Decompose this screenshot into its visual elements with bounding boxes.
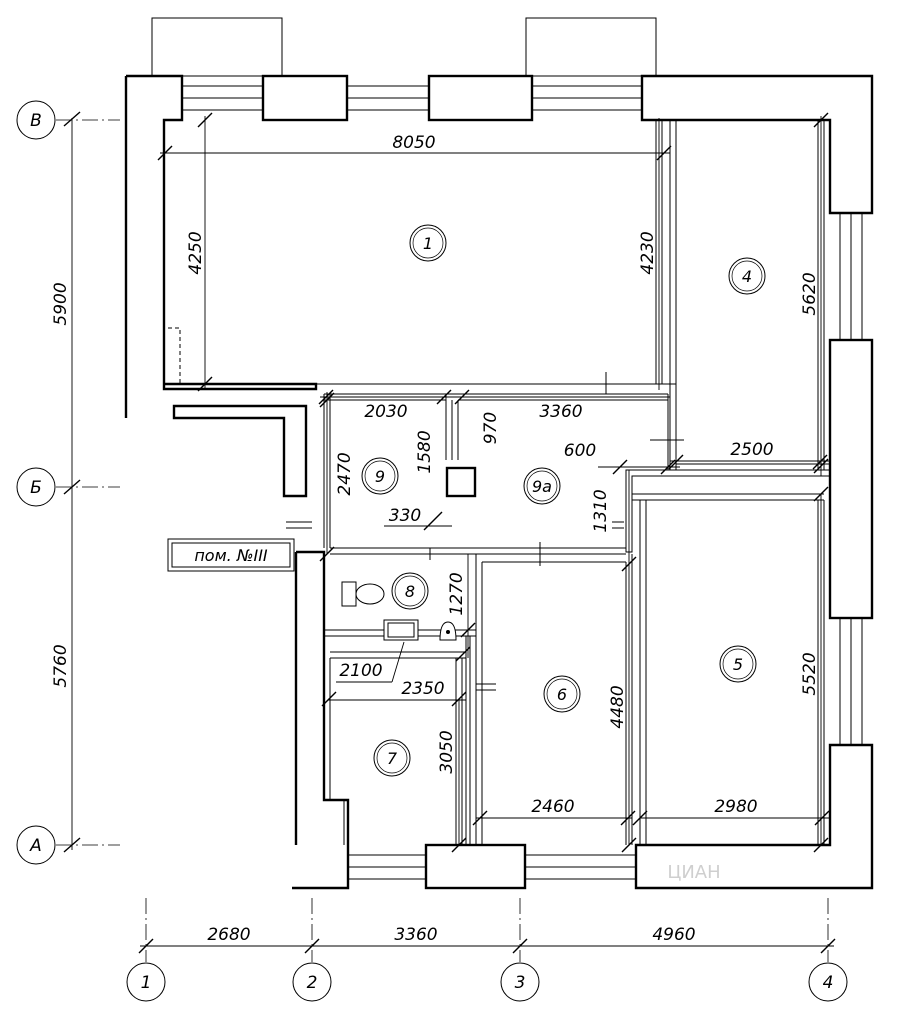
- dim-room9-height: 2470: [335, 452, 355, 495]
- room-8-number: 8: [405, 582, 415, 601]
- dim-room9a-1310: 1310: [591, 489, 611, 532]
- dim-room1-right: 4230: [638, 231, 658, 274]
- room-6-label: 6: [543, 675, 581, 713]
- toilet-bowl-icon: [355, 583, 385, 605]
- windows: [182, 85, 863, 880]
- premises-label: пом. №III: [167, 538, 295, 572]
- outer-walls: [124, 74, 874, 890]
- room-5-number: 5: [733, 655, 743, 674]
- row-axes: В Б А 5900 5760: [16, 100, 71, 865]
- dim-room7-width: 2350: [401, 679, 444, 699]
- dim-room5-height: 5520: [800, 652, 820, 695]
- axis-col-3-label: 3: [515, 973, 526, 993]
- dim-room9-inner: 1580: [415, 430, 435, 473]
- room-4-label: 4: [728, 257, 766, 295]
- axis-col-3: 3: [500, 962, 540, 1002]
- axis-col-4-label: 4: [823, 973, 834, 993]
- dim-room5-top: 2500: [730, 440, 773, 460]
- room-6-number: 6: [557, 685, 567, 704]
- dim-room6-bottom: 2460: [531, 797, 574, 817]
- axis-row-b-label: Б: [30, 478, 42, 498]
- dim-room9-width: 2030: [364, 402, 407, 422]
- bathroom-fixtures: [341, 581, 457, 641]
- axis-col-1: 1: [126, 962, 166, 1002]
- dim-room1-width: 8050: [392, 133, 435, 153]
- room-labels: 1 4 9 9а 8 6 5: [361, 224, 766, 777]
- axis-col-dim-1: 2680: [207, 925, 250, 945]
- axis-row-v: В: [16, 100, 56, 140]
- dim-room7-height: 3050: [437, 730, 457, 773]
- axis-row-dim-2: 5760: [51, 644, 71, 687]
- axis-col-4: 4: [808, 962, 848, 1002]
- dim-room8-2100: 2100: [339, 661, 382, 681]
- room-7-number: 7: [387, 749, 398, 768]
- axis-row-dim-1: 5900: [51, 282, 71, 325]
- toilet-tank-icon: [341, 581, 357, 607]
- dim-room9a-600: 600: [564, 441, 596, 461]
- column-axes: 1 2 3 4 2680 3360 4960: [126, 925, 848, 1002]
- axis-col-dim-3: 4960: [652, 925, 695, 945]
- axis-col-2: 2: [292, 962, 332, 1002]
- dimension-texts: 8050 4250 4230 5620 2030 2470 1580 3360 …: [186, 133, 820, 817]
- room-9-number: 9: [375, 467, 385, 486]
- room-9a-label: 9а: [523, 467, 561, 505]
- room-9a-number: 9а: [532, 477, 552, 496]
- partitions: [168, 120, 831, 845]
- axis-lines: [56, 111, 836, 962]
- room-8-label: 8: [391, 572, 429, 610]
- dimension-lines: [157, 112, 830, 853]
- dim-room1-left: 4250: [186, 231, 206, 274]
- axis-col-dim-2: 3360: [394, 925, 437, 945]
- premises-number: пом. №III: [194, 546, 268, 565]
- room-9-label: 9: [361, 457, 399, 495]
- dim-room5-bottom: 2980: [714, 797, 757, 817]
- axis-col-2-label: 2: [307, 973, 318, 993]
- dim-room9a-330: 330: [389, 506, 421, 526]
- dim-room6-height: 4480: [608, 685, 628, 728]
- balconies: [151, 17, 657, 77]
- axis-row-a-label: А: [29, 836, 42, 856]
- room-7-label: 7: [373, 739, 411, 777]
- room-5-label: 5: [719, 645, 757, 683]
- axis-row-b: Б: [16, 467, 56, 507]
- axis-row-v-label: В: [30, 111, 42, 131]
- room-1-label: 1: [409, 224, 447, 262]
- dim-room8-height: 1270: [447, 572, 467, 615]
- axis-col-1-label: 1: [141, 973, 152, 993]
- dim-room9a-width: 3360: [539, 402, 582, 422]
- sink-icon: [383, 619, 419, 641]
- dim-room9a-inner: 970: [481, 412, 501, 444]
- dim-room4-height: 5620: [800, 272, 820, 315]
- room-1-number: 1: [423, 234, 433, 253]
- room-4-number: 4: [742, 267, 752, 286]
- watermark: ЦИАН: [667, 862, 720, 883]
- axis-row-a: А: [16, 825, 56, 865]
